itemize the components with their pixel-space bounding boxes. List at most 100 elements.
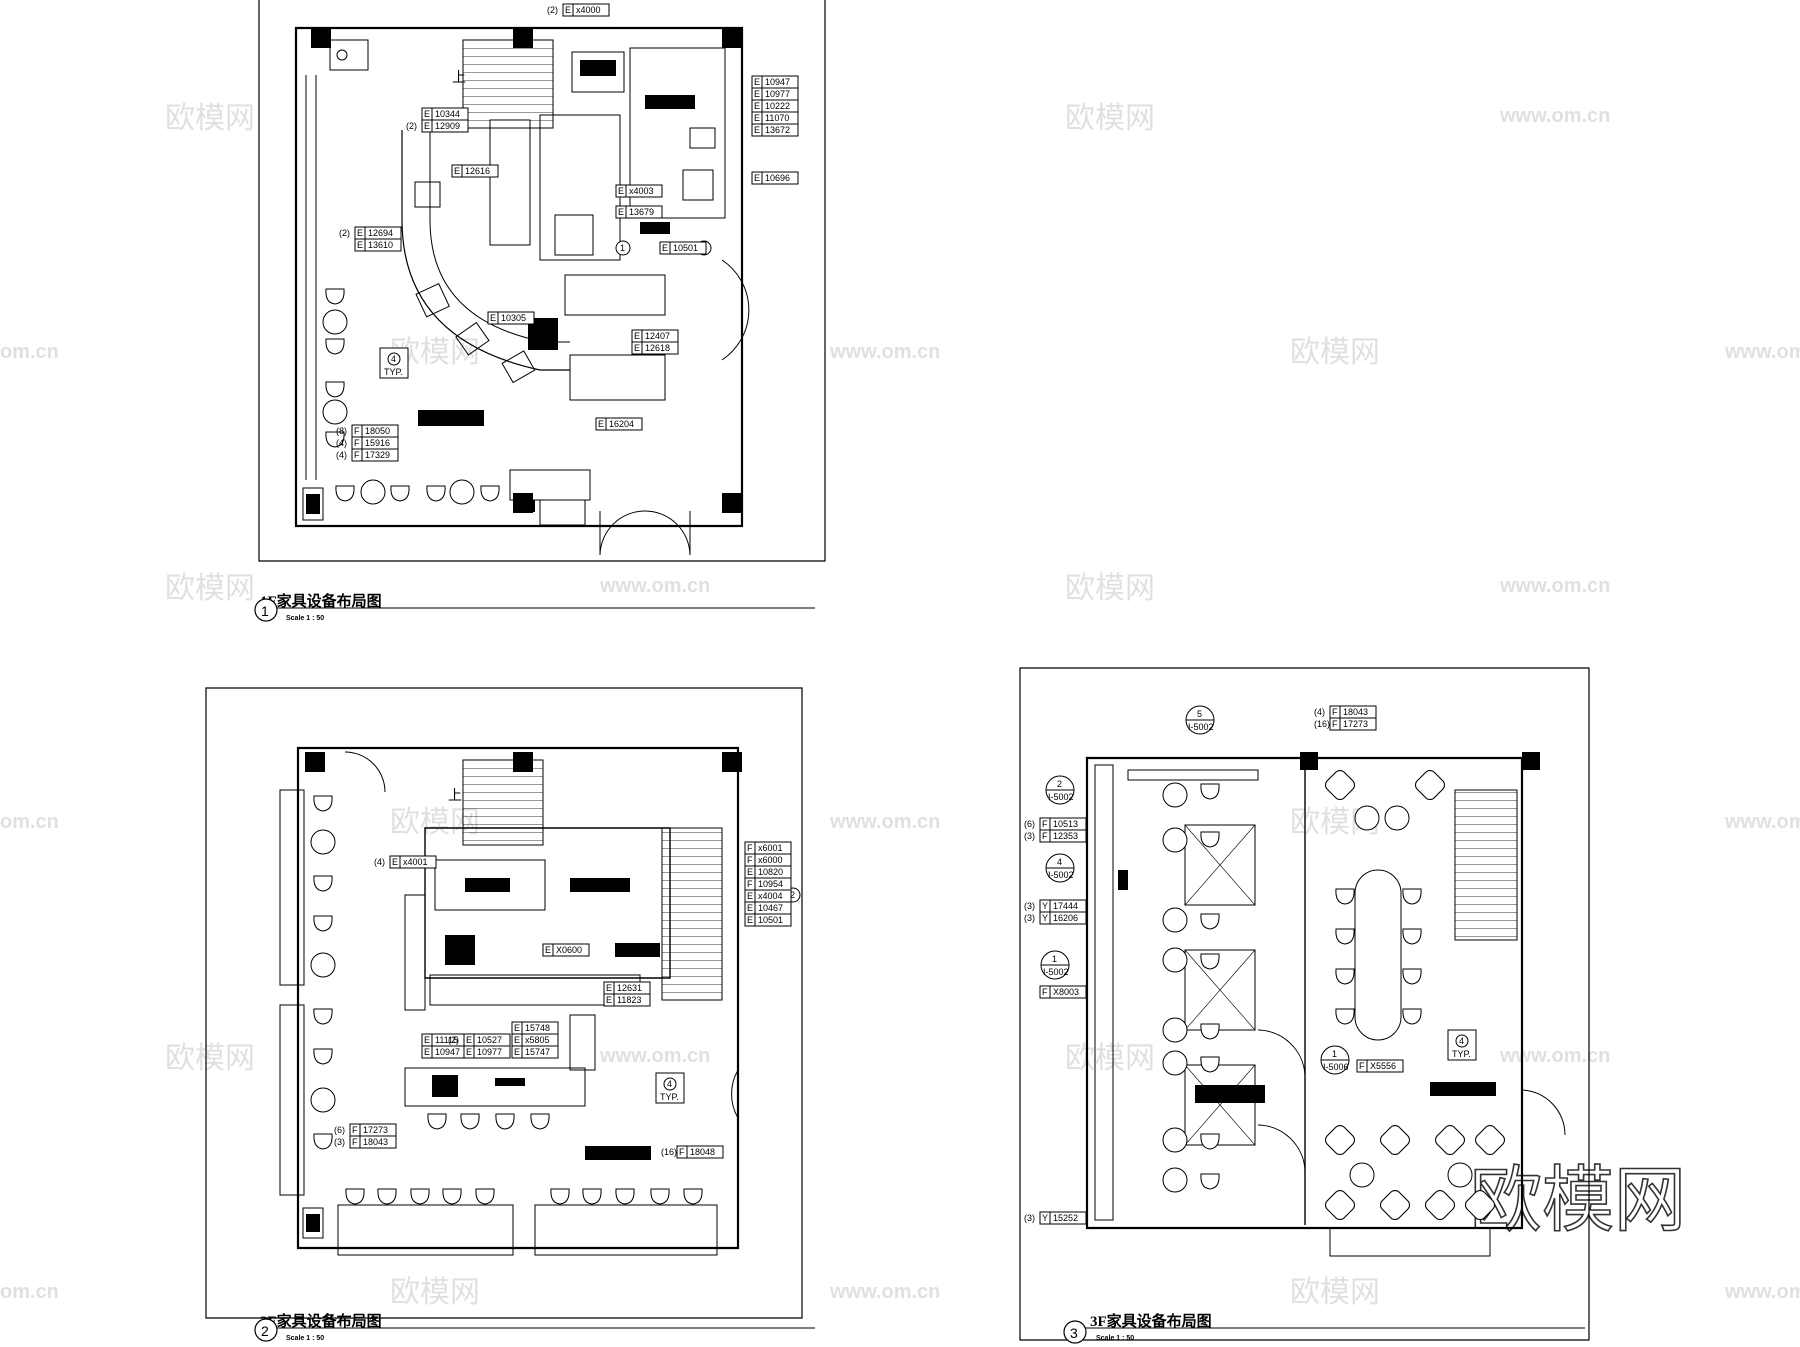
plan-title: 3F家具设备布局图 bbox=[1090, 1312, 1212, 1330]
watermark-cn: 欧模网 bbox=[1290, 335, 1380, 370]
svg-text:TYP.: TYP. bbox=[660, 1092, 679, 1102]
tag-prefix: Y bbox=[1042, 1213, 1048, 1223]
ref-number: 4 bbox=[1057, 857, 1062, 867]
tag-prefix: E bbox=[565, 5, 571, 15]
watermark-url: www.om.cn bbox=[599, 575, 710, 597]
tag-code: 10527 bbox=[477, 1035, 502, 1045]
tag-qty: (6) bbox=[334, 1125, 345, 1135]
tag-code: 17273 bbox=[1343, 719, 1368, 729]
ref-number: 1 bbox=[1332, 1049, 1337, 1059]
tag-prefix: F bbox=[354, 450, 360, 460]
tag-code: 17329 bbox=[365, 450, 390, 460]
watermark-cn: 欧模网 bbox=[165, 1041, 255, 1076]
tag-code: 10501 bbox=[673, 243, 698, 253]
tag-code: 10696 bbox=[765, 173, 790, 183]
tag-code: X5556 bbox=[1370, 1061, 1396, 1071]
entrance-doors bbox=[600, 511, 690, 555]
tag-code: 18043 bbox=[363, 1137, 388, 1147]
tag-prefix: E bbox=[545, 945, 551, 955]
staircase bbox=[463, 40, 553, 128]
tag-prefix: E bbox=[514, 1035, 520, 1045]
tag-prefix: E bbox=[514, 1023, 520, 1033]
column bbox=[311, 28, 331, 48]
tag-code: 16204 bbox=[609, 419, 634, 429]
svg-text:TYP.: TYP. bbox=[1452, 1049, 1471, 1059]
plan-scale: Scale 1 : 50 bbox=[1096, 1335, 1134, 1342]
equipment-box bbox=[572, 52, 624, 92]
tag-qty: (2) bbox=[547, 5, 558, 15]
tag-prefix: F bbox=[1332, 719, 1338, 729]
tag-prefix: F bbox=[1042, 987, 1048, 997]
tag-code: 17444 bbox=[1053, 901, 1078, 911]
tag-code: 18043 bbox=[1343, 707, 1368, 717]
svg-text:2: 2 bbox=[790, 890, 795, 900]
tag-prefix: E bbox=[634, 331, 640, 341]
building-outline bbox=[298, 748, 738, 1248]
tag-code: 12631 bbox=[617, 983, 642, 993]
dining-tables bbox=[1185, 825, 1255, 1145]
column bbox=[722, 493, 742, 513]
tag-code: 10820 bbox=[758, 867, 783, 877]
service-counter bbox=[585, 1146, 651, 1160]
ref-bubble-typ: 4 TYP. bbox=[380, 348, 408, 378]
tag-code: x5805 bbox=[525, 1035, 550, 1045]
watermark-cn: 欧模网 bbox=[390, 1275, 480, 1310]
staircase-right bbox=[662, 828, 722, 1000]
plan-number-bubble bbox=[255, 1319, 277, 1341]
section-ref-bubble: 2I-5002 bbox=[1046, 776, 1074, 804]
column bbox=[722, 28, 742, 48]
tag-code: 10344 bbox=[435, 109, 460, 119]
section-ref-bubble: 4I-5002 bbox=[1046, 854, 1074, 882]
plan-2f: 上 2F家具设备布局图 Scale 1 : 50 bbox=[206, 688, 815, 1342]
tag-qty: (16) bbox=[661, 1147, 677, 1157]
bench-seat bbox=[338, 1205, 513, 1255]
tag-code: x4001 bbox=[403, 857, 428, 867]
tag-prefix: F bbox=[352, 1125, 358, 1135]
watermark-cn: 欧模网 bbox=[1065, 571, 1155, 606]
tag-prefix: E bbox=[747, 867, 753, 877]
column bbox=[722, 752, 742, 772]
tag-prefix: E bbox=[618, 207, 624, 217]
plan-1f: 上 1F家具设备布局图 Scale 1 : 50 bbox=[255, 0, 825, 622]
tag-prefix: E bbox=[754, 101, 760, 111]
door-swing bbox=[722, 260, 749, 360]
door-swing bbox=[1258, 1030, 1305, 1170]
watermark-url: om.cn bbox=[0, 1281, 59, 1303]
tag-code: 12616 bbox=[465, 166, 490, 176]
tag-prefix: E bbox=[424, 109, 430, 119]
tag-code: 11070 bbox=[765, 113, 789, 123]
ref-sheet: I-5002 bbox=[1048, 870, 1074, 880]
tag-prefix: E bbox=[747, 915, 753, 925]
tag-code: 13672 bbox=[765, 125, 790, 135]
tag-prefix: F bbox=[354, 426, 360, 436]
service-counter bbox=[418, 410, 484, 426]
tag-code: 12407 bbox=[645, 331, 670, 341]
plan-number: 3 bbox=[1070, 1325, 1078, 1341]
tag-prefix: E bbox=[357, 228, 363, 238]
plan-3f: 3F家具设备布局图 Scale 1 : 50 3 4 TYP. 5I-50022… bbox=[1020, 668, 1589, 1343]
tag-qty: (4) bbox=[374, 857, 385, 867]
tag-code: X0600 bbox=[556, 945, 582, 955]
tag-prefix: E bbox=[598, 419, 604, 429]
tag-code: 13610 bbox=[368, 240, 393, 250]
ref-bubble-typ: 4 TYP. bbox=[1448, 1030, 1476, 1060]
tag-prefix: F bbox=[352, 1137, 358, 1147]
equipment-tag: E X0600 bbox=[543, 944, 589, 956]
tag-prefix: E bbox=[747, 891, 753, 901]
sheet-frame bbox=[1020, 668, 1589, 1340]
tag-code: x4003 bbox=[629, 186, 654, 196]
